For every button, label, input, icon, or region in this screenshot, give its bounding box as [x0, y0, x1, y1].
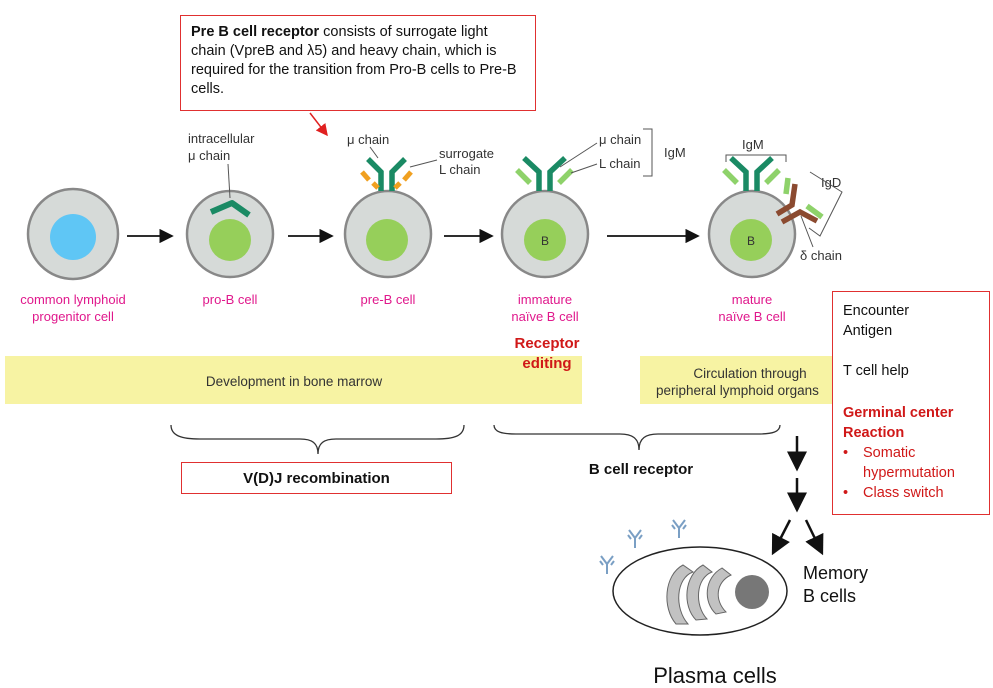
antibody-icon-1 — [599, 555, 615, 574]
mature-b-cell: B — [707, 189, 797, 279]
cell-label-pre-b: pre-B cell — [361, 292, 416, 307]
leader-lines — [227, 128, 843, 248]
igm-mature-label: IgM — [742, 137, 764, 152]
intracellular-label-2: μ chain — [188, 148, 230, 163]
receptor-editing-label-1: Receptor — [514, 335, 579, 352]
circulation-label-1: Circulation through — [693, 366, 806, 381]
bullet-class-switch: Class switch — [843, 483, 979, 503]
encounter-line-1: Encounter — [843, 303, 910, 319]
nucleus-letter-mature: B — [747, 234, 755, 248]
antibody-icon-3 — [671, 519, 687, 538]
split-arrow-left — [771, 519, 792, 556]
circulation-label-2: peripheral lymphoid organs — [656, 383, 819, 398]
brace-bcr — [493, 424, 781, 451]
cell-label-immature-1: immature — [518, 292, 572, 307]
bcr-label: B cell receptor — [589, 461, 693, 478]
cell-label-pro-b: pro-B cell — [203, 292, 258, 307]
cell-label-immature-2: naïve B cell — [511, 309, 578, 324]
brace-vdj — [170, 424, 465, 455]
note-pointer-arrow — [309, 112, 328, 137]
surrogate-label-2: L chain — [439, 162, 480, 177]
mature-igd-icon — [775, 177, 824, 225]
l-chain-label: L chain — [599, 156, 640, 171]
encounter-antigen-box: Encounter Antigen T cell help Germinal c… — [832, 291, 990, 515]
cell-label-progenitor-1: common lymphoid — [20, 292, 126, 307]
cell-label-mature-2: naïve B cell — [718, 309, 785, 324]
cell-label-mature-1: mature — [732, 292, 772, 307]
encounter-line-2: Antigen — [843, 323, 893, 339]
tcell-help-label: T cell help — [843, 363, 909, 379]
delta-chain-label: δ chain — [800, 248, 842, 263]
nucleus-letter-immature: B — [541, 234, 549, 248]
note-bold-text: Pre B cell receptor — [191, 24, 320, 40]
mature-igm-icon — [722, 155, 781, 191]
immature-b-cell: B — [500, 189, 590, 279]
germinal-center-label-2: Reaction — [843, 425, 905, 441]
immature-igm-icon — [515, 155, 574, 191]
pre-b-cell — [343, 189, 433, 279]
surrogate-label-1: surrogate — [439, 146, 494, 161]
progenitor-cell — [26, 187, 120, 281]
pro-b-cell — [185, 189, 275, 279]
plasma-label: Plasma cells — [653, 663, 776, 688]
cell-label-progenitor-2: progenitor cell — [32, 309, 114, 324]
plasma-cell — [612, 546, 788, 636]
split-arrow-right — [804, 519, 824, 556]
mu-chain-immature-label: μ chain — [599, 132, 641, 147]
note-text: consists of surrogate light chain (VpreB… — [191, 24, 517, 97]
intracellular-label-1: intracellular — [188, 131, 255, 146]
vdj-label: V(D)J recombination — [243, 469, 390, 487]
gc-bullet-list: Somatic hypermutation Class switch — [843, 443, 979, 503]
memory-label-1: Memory — [803, 563, 868, 583]
bullet-somatic-hypermutation: Somatic hypermutation — [843, 443, 979, 483]
receptor-editing-label-2: editing — [522, 355, 571, 372]
pre-b-receptor-icon — [360, 157, 413, 191]
bone-marrow-label: Development in bone marrow — [206, 374, 383, 389]
pre-b-receptor-note: Pre B cell receptor consists of surrogat… — [180, 15, 536, 111]
bone-marrow-bar — [5, 356, 582, 404]
germinal-center-label-1: Germinal center — [843, 405, 954, 421]
vdj-recombination-box: V(D)J recombination — [181, 462, 452, 494]
circulation-bar — [640, 356, 840, 404]
igm-immature-label: IgM — [664, 145, 686, 160]
memory-label-2: B cells — [803, 586, 856, 606]
mu-chain-label: μ chain — [347, 132, 389, 147]
antibody-icon-2 — [627, 529, 643, 548]
igd-label: IgD — [821, 175, 841, 190]
